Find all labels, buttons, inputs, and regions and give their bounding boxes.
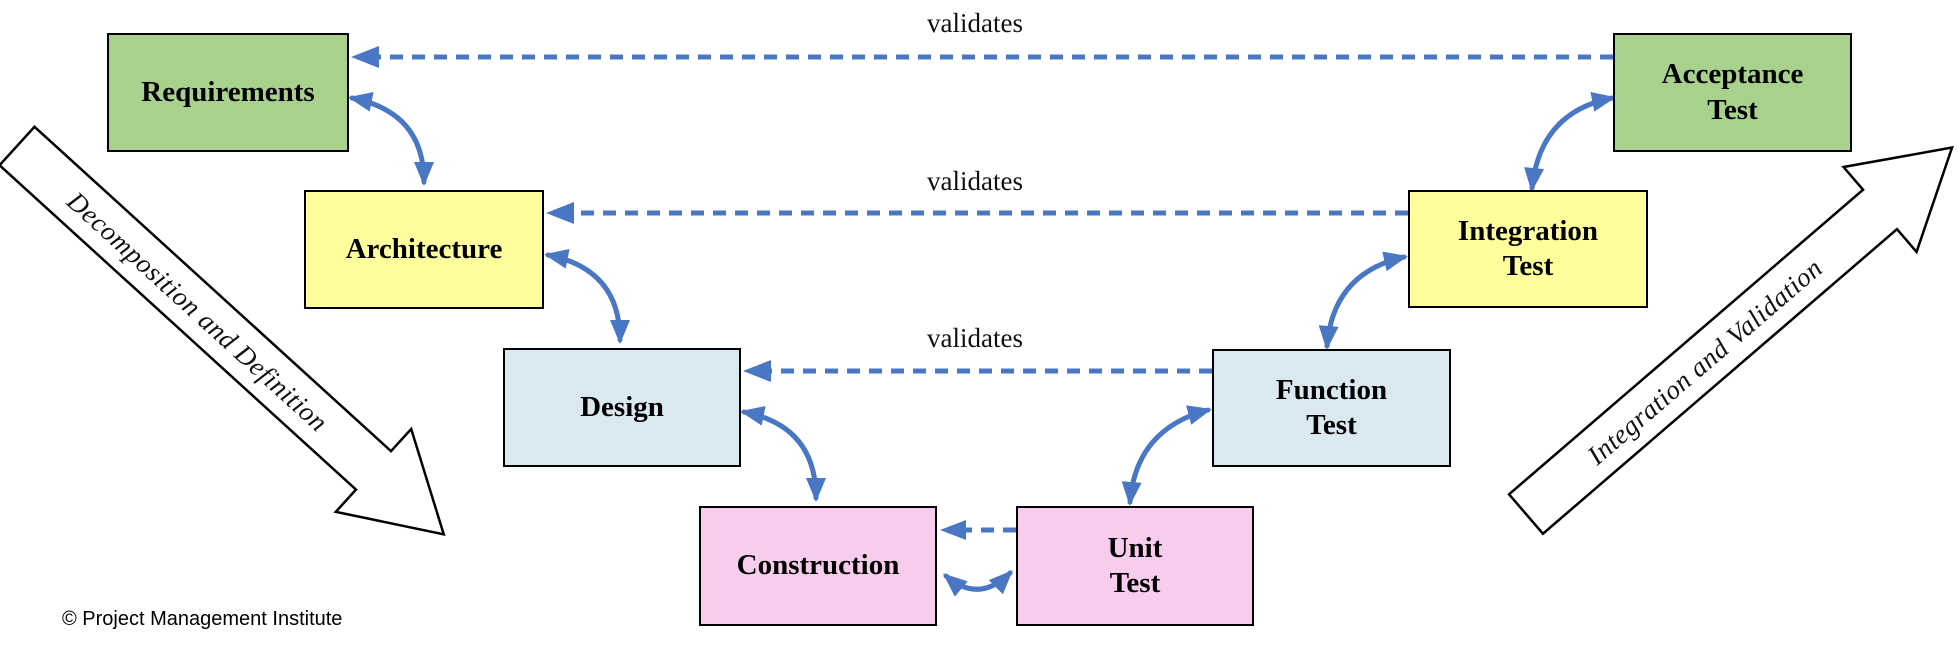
validates-label-bottom: validates xyxy=(927,323,1023,353)
validates-label-top: validates xyxy=(927,8,1023,38)
connector-function-test-integration-test xyxy=(1318,251,1408,350)
node-acceptance-test: Acceptance Test xyxy=(1613,33,1852,152)
connector-construction-unit-test xyxy=(942,570,1013,597)
decomposition-definition-label: Decomposition and Definition xyxy=(61,185,334,437)
dashed-arrowhead-icon xyxy=(743,360,771,382)
node-unit-test: Unit Test xyxy=(1016,506,1254,626)
connector-architecture-design xyxy=(544,249,630,344)
node-integration-test: Integration Test xyxy=(1408,190,1648,308)
integration-validation-arrow: Integration and Validation xyxy=(1507,145,1954,536)
node-requirements: Requirements xyxy=(107,33,349,152)
node-design: Design xyxy=(503,348,741,467)
connector-requirements-architecture xyxy=(348,92,434,186)
dashed-arrowhead-icon xyxy=(940,520,966,540)
connector-unit-test-function-test xyxy=(1121,405,1212,506)
validates-label-middle: validates xyxy=(927,166,1023,196)
decomposition-definition-arrow: Decomposition and Definition xyxy=(0,125,446,536)
node-architecture: Architecture xyxy=(304,190,544,309)
connector-design-construction xyxy=(740,406,826,502)
node-function-test: Function Test xyxy=(1212,349,1451,467)
connector-integration-test-acceptance-test xyxy=(1524,92,1616,192)
dashed-arrowhead-icon xyxy=(546,202,574,224)
node-construction: Construction xyxy=(699,506,937,626)
copyright-notice: © Project Management Institute xyxy=(62,608,343,630)
dashed-arrowhead-icon xyxy=(351,46,379,68)
